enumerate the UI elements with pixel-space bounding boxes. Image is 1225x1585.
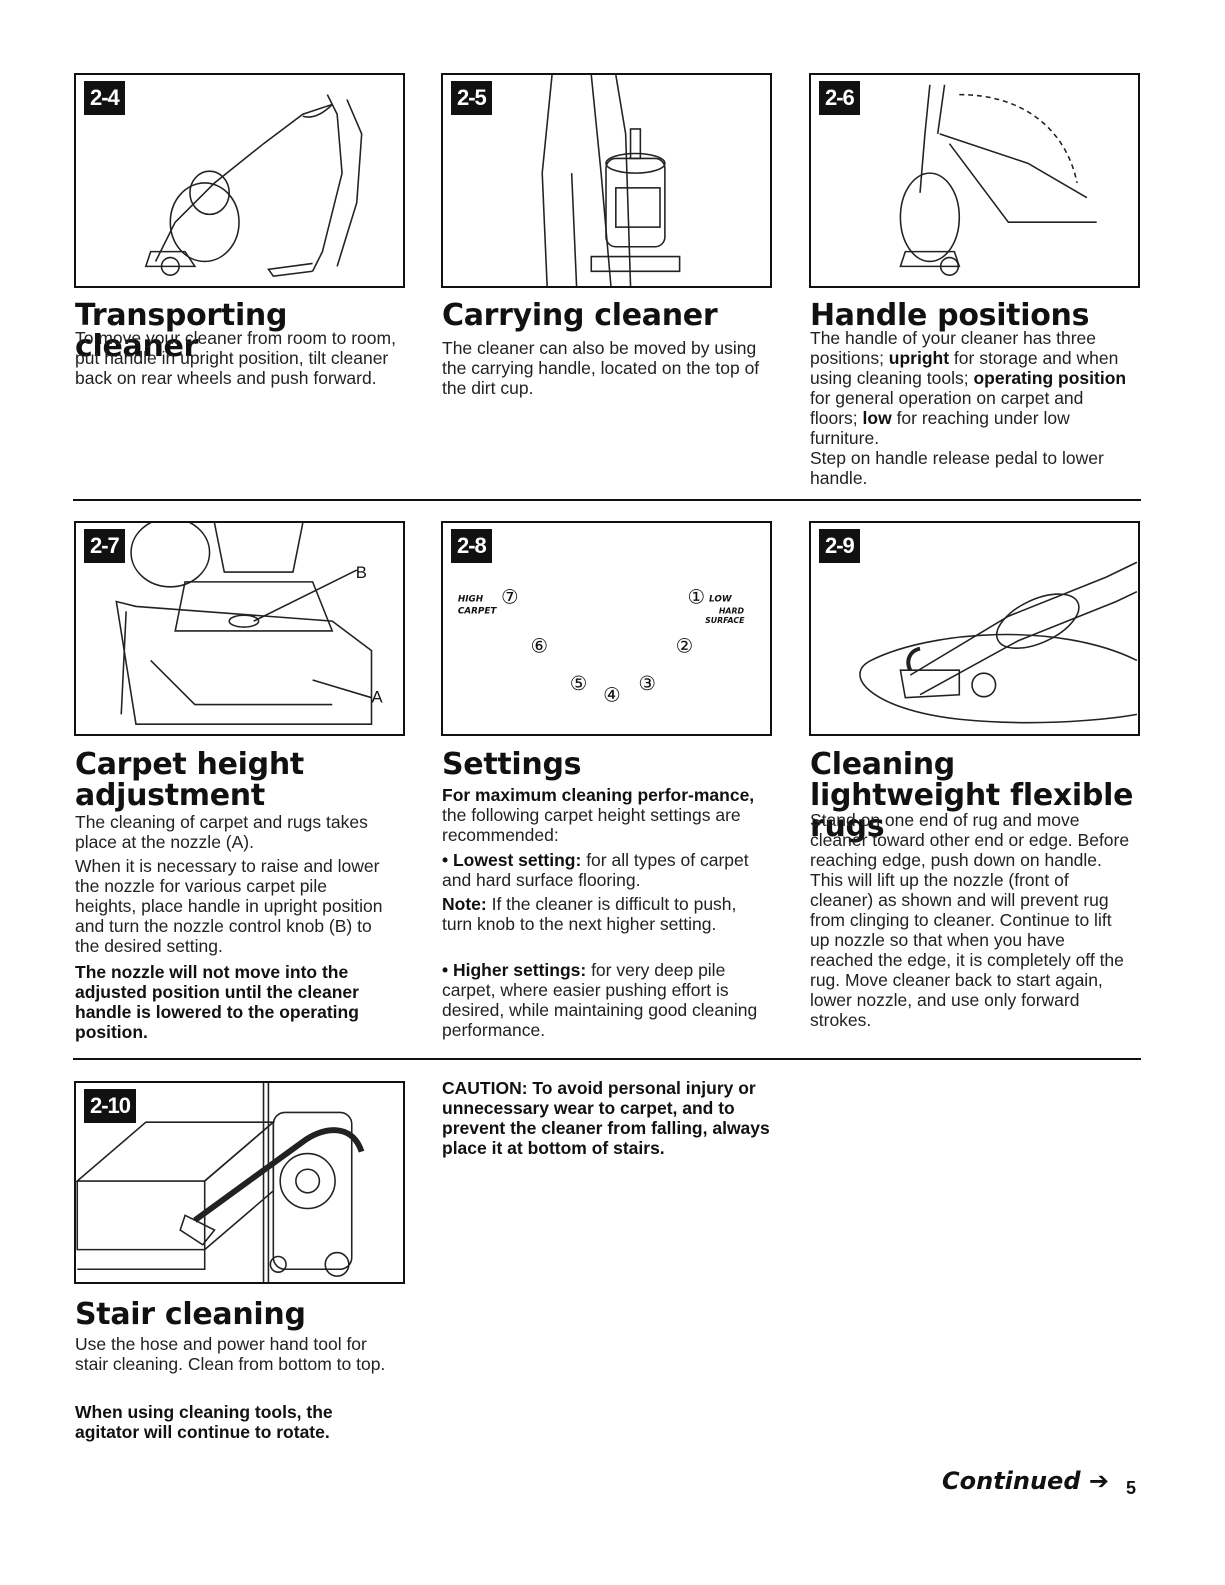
figure-2-9: 2-9 — [809, 521, 1140, 736]
handle-heading: Handle positions — [810, 298, 1090, 333]
dial-hard: HARD — [719, 606, 745, 615]
stair-cleaning-illustration — [76, 1083, 365, 1282]
carrying-heading: Carrying cleaner — [442, 298, 718, 333]
handle-low: low — [862, 408, 892, 428]
figure-label: 2-5 — [451, 81, 492, 115]
dial-setting-5: ⑤ — [570, 672, 588, 695]
dial-carpet: CARPET — [458, 606, 498, 616]
carpet-height-illustration: B A — [115, 523, 383, 725]
figure-2-5: 2-5 — [441, 73, 772, 288]
figure-label: 2-6 — [819, 81, 860, 115]
dial-setting-1: ① — [687, 585, 705, 608]
figure-2-7: B A 2-7 — [74, 521, 405, 736]
callout-a: A — [371, 688, 383, 707]
handle-operating: operating position — [973, 368, 1127, 388]
note-label: Note: — [442, 894, 487, 914]
rugs-heading: Cleaning lightweight flexible rugs — [810, 747, 1134, 844]
figure-2-8: HIGH CARPET LOW HARD SURFACE ⑦ ① ⑥ ② ⑤ ④… — [441, 521, 772, 736]
handle-text-4: for reaching under low furniture. — [810, 408, 1070, 448]
lowest-setting-text: for all types of carpet and hard surface… — [442, 850, 749, 890]
carpet-p2: When it is necessary to raise and lower … — [75, 856, 383, 956]
rug-cleaning-illustration — [859, 561, 1138, 724]
divider-1 — [73, 499, 1141, 501]
dial-setting-6: ⑥ — [530, 635, 548, 658]
figure-2-10: 2-10 — [74, 1081, 405, 1284]
figure-2-4: 2-4 — [74, 73, 405, 288]
caution-text: CAUTION: To avoid personal injury or unn… — [442, 1078, 770, 1158]
handle-upright: upright — [888, 348, 950, 368]
divider-2 — [73, 1058, 1141, 1060]
stair-heading: Stair cleaning — [75, 1297, 306, 1332]
rugs-body: Stand on one end of rug and move cleaner… — [810, 810, 1130, 1030]
dial-setting-4: ④ — [603, 684, 621, 707]
transporting-illustration — [144, 94, 363, 278]
settings-intro-bold: For maximum cleaning perfor-mance, — [442, 785, 755, 805]
dial-surface: SURFACE — [705, 616, 745, 625]
figure-label: 2-9 — [819, 529, 860, 563]
handle-body: The handle of your cleaner has three pos… — [810, 328, 1132, 488]
figure-label: 2-10 — [84, 1089, 137, 1123]
carpet-heading: Carpet height adjustment — [75, 747, 304, 813]
transporting-body: To move your cleaner from room to room, … — [75, 328, 396, 388]
settings-intro: For maximum cleaning perfor-mance, the f… — [442, 785, 760, 845]
handle-text-1: The handle of your cleaner has three pos… — [810, 328, 1097, 368]
stair-warning: When using cleaning tools, the agitator … — [75, 1402, 333, 1442]
carrying-body: The cleaner can also be moved by using t… — [442, 338, 760, 398]
figure-label: 2-8 — [451, 529, 492, 563]
handle-pedal-text: Step on handle release pedal to lower ha… — [810, 448, 1104, 488]
lowest-setting-label: • Lowest setting: — [442, 850, 582, 870]
figure-2-6: 2-6 — [809, 73, 1140, 288]
page-number: 5 — [1126, 1478, 1137, 1498]
carrying-illustration — [541, 75, 681, 286]
note-text: If the cleaner is difficult to push, tur… — [442, 894, 737, 934]
handle-text-2: for storage and when using cleaning tool… — [810, 348, 1119, 388]
handle-positions-illustration — [899, 84, 1097, 276]
settings-heading: Settings — [442, 747, 582, 782]
dial-setting-7: ⑦ — [501, 585, 519, 608]
dial-low: LOW — [709, 595, 733, 605]
figure-label: 2-4 — [84, 81, 125, 115]
continued-label: Continued ➔ — [942, 1467, 1109, 1495]
dial-high: HIGH — [458, 595, 484, 605]
dial-setting-2: ② — [676, 635, 694, 658]
settings-dial: HIGH CARPET LOW HARD SURFACE ⑦ ① ⑥ ② ⑤ ④… — [458, 585, 745, 707]
callout-b: B — [356, 563, 367, 582]
handle-text-3: for general operation on carpet and floo… — [810, 388, 1084, 428]
carpet-p1: The cleaning of carpet and rugs takes pl… — [75, 812, 368, 852]
settings-intro-rest: the following carpet height settings are… — [442, 805, 741, 845]
settings-note: Note: If the cleaner is difficult to pus… — [442, 894, 760, 934]
figure-label: 2-7 — [84, 529, 125, 563]
settings-lowest: • Lowest setting: for all types of carpe… — [442, 850, 760, 890]
transporting-heading: Transporting cleaner — [75, 298, 288, 364]
carpet-warning: The nozzle will not move into the adjust… — [75, 962, 359, 1042]
higher-setting-text: for very deep pile carpet, where easier … — [442, 960, 758, 1040]
dial-setting-3: ③ — [638, 672, 656, 695]
settings-higher: • Higher settings: for very deep pile ca… — [442, 960, 760, 1040]
higher-setting-label: • Higher settings: — [442, 960, 587, 980]
stair-p1: Use the hose and power hand tool for sta… — [75, 1334, 386, 1374]
